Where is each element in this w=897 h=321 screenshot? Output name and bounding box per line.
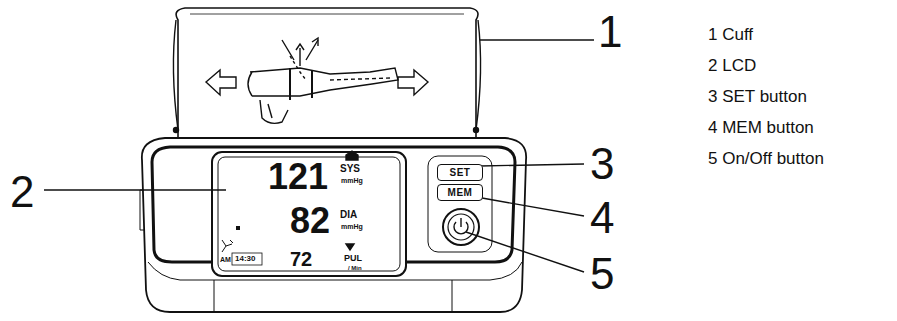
legend-entry: 4 MEM button	[708, 119, 814, 136]
lcd-digits: 72	[290, 249, 312, 269]
callout-number: 4	[590, 196, 614, 240]
legend-entry: 1 Cuff	[708, 26, 753, 43]
lcd-digits: 82	[290, 203, 330, 239]
lcd-digits: 121	[268, 159, 328, 195]
button-label: SET	[450, 168, 471, 178]
lcd-unit: DIA	[340, 210, 357, 220]
lcd-unit: mmHg	[341, 223, 363, 230]
callout-number: 2	[10, 170, 34, 214]
lcd-clock: 14:30	[235, 255, 255, 263]
lcd-unit: SYS	[340, 164, 360, 174]
legend-entry: 2 LCD	[708, 57, 756, 74]
legend-entry: 3 SET button	[708, 88, 807, 105]
lcd-unit: PUL	[344, 254, 362, 263]
legend-entry: 5 On/Off button	[708, 150, 824, 167]
callout-number: 1	[598, 10, 622, 54]
push-button: SET	[437, 164, 483, 181]
lcd-unit: AM	[220, 256, 231, 263]
lcd-unit: mmHg	[341, 177, 363, 184]
button-label: MEM	[448, 188, 473, 198]
callout-number: 3	[590, 142, 614, 186]
lcd-unit: / Min	[348, 265, 362, 271]
push-button: MEM	[437, 184, 483, 201]
callout-number: 5	[590, 252, 614, 296]
